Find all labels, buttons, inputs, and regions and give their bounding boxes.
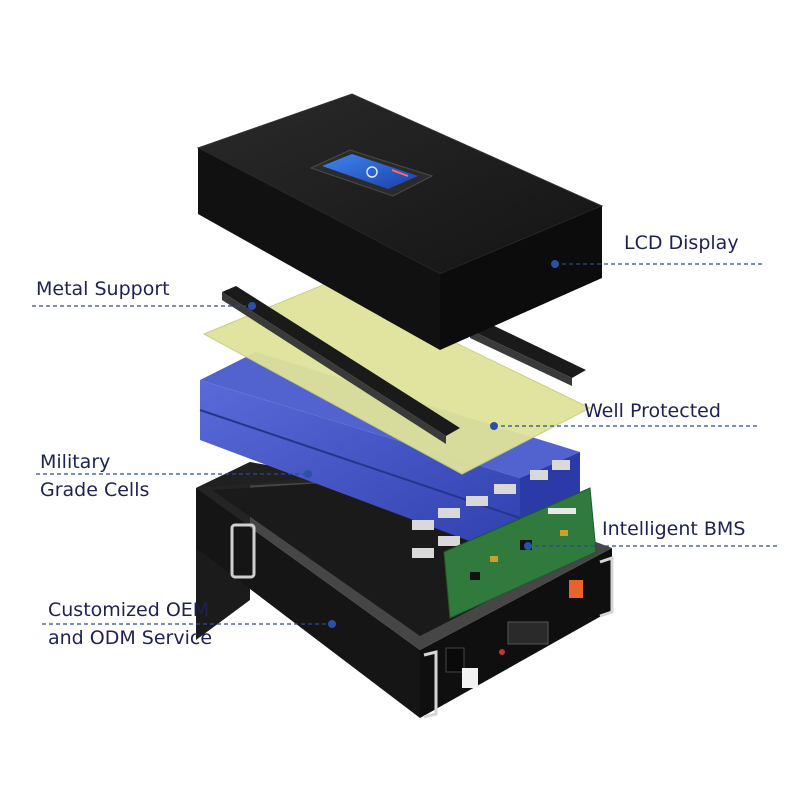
pcb-component-1 — [490, 556, 498, 562]
label-intelligent-bms: Intelligent BMS — [602, 515, 745, 543]
product-label — [462, 668, 478, 688]
leader-lines — [32, 263, 778, 625]
leader-dots — [248, 260, 559, 628]
metal-support — [222, 286, 586, 444]
cell-terminal-6 — [438, 536, 460, 546]
label-oem-line2: and ODM Service — [48, 627, 213, 649]
dot-metal-support — [248, 302, 256, 310]
pcb-chip-2 — [470, 572, 480, 580]
dot-oem — [328, 620, 336, 628]
label-customized-oem: Customized OEM and ODM Service — [48, 596, 212, 652]
breaker-switch — [445, 647, 465, 673]
label-military-line1: Military — [40, 451, 111, 473]
label-lcd-display: LCD Display — [624, 229, 739, 257]
lcd-power-icon — [366, 166, 378, 178]
dot-military — [304, 470, 312, 478]
pcb — [443, 487, 597, 619]
top-cover-front-side — [198, 148, 440, 350]
label-oem-line1: Customized OEM — [48, 599, 210, 621]
front-panel-port-group — [507, 621, 549, 645]
handle-right — [599, 555, 614, 618]
label-metal-support: Metal Support — [36, 275, 170, 303]
dot-well-protected — [490, 422, 498, 430]
pcb-component-2 — [560, 530, 568, 536]
cell-terminal-7 — [530, 470, 548, 480]
label-lcd-display-text: LCD Display — [624, 232, 739, 254]
label-metal-support-text: Metal Support — [36, 278, 170, 300]
lcd-screen — [322, 154, 418, 189]
label-well-protected: Well Protected — [584, 397, 721, 425]
cell-terminal-1 — [412, 520, 434, 530]
lcd-readout-bar — [391, 169, 409, 177]
metal-rail-front-edge — [222, 292, 446, 444]
label-well-protected-text: Well Protected — [584, 400, 721, 422]
cell-terminal-4 — [494, 484, 516, 494]
label-military-line2: Grade Cells — [40, 479, 150, 501]
dot-lcd — [551, 260, 559, 268]
top-cover-right-side — [440, 206, 602, 350]
label-military-grade-cells: Military Grade Cells — [40, 448, 149, 504]
cell-terminal-5 — [412, 548, 434, 558]
indicator-light — [499, 649, 505, 655]
pcb-connector — [548, 508, 576, 514]
casing-front-face — [196, 488, 420, 718]
dot-bms — [524, 542, 532, 550]
top-cover — [196, 93, 604, 350]
power-button — [569, 580, 583, 598]
cell-terminal-3 — [466, 496, 488, 506]
cell-terminal-8 — [552, 460, 570, 470]
label-intelligent-bms-text: Intelligent BMS — [602, 518, 746, 540]
handle-front-right — [423, 650, 438, 719]
handle-left — [230, 523, 256, 579]
metal-rail-front — [222, 286, 460, 436]
cell-terminal-2 — [438, 508, 460, 518]
metal-rail-back — [470, 322, 586, 378]
metal-rail-back-edge — [470, 330, 572, 386]
